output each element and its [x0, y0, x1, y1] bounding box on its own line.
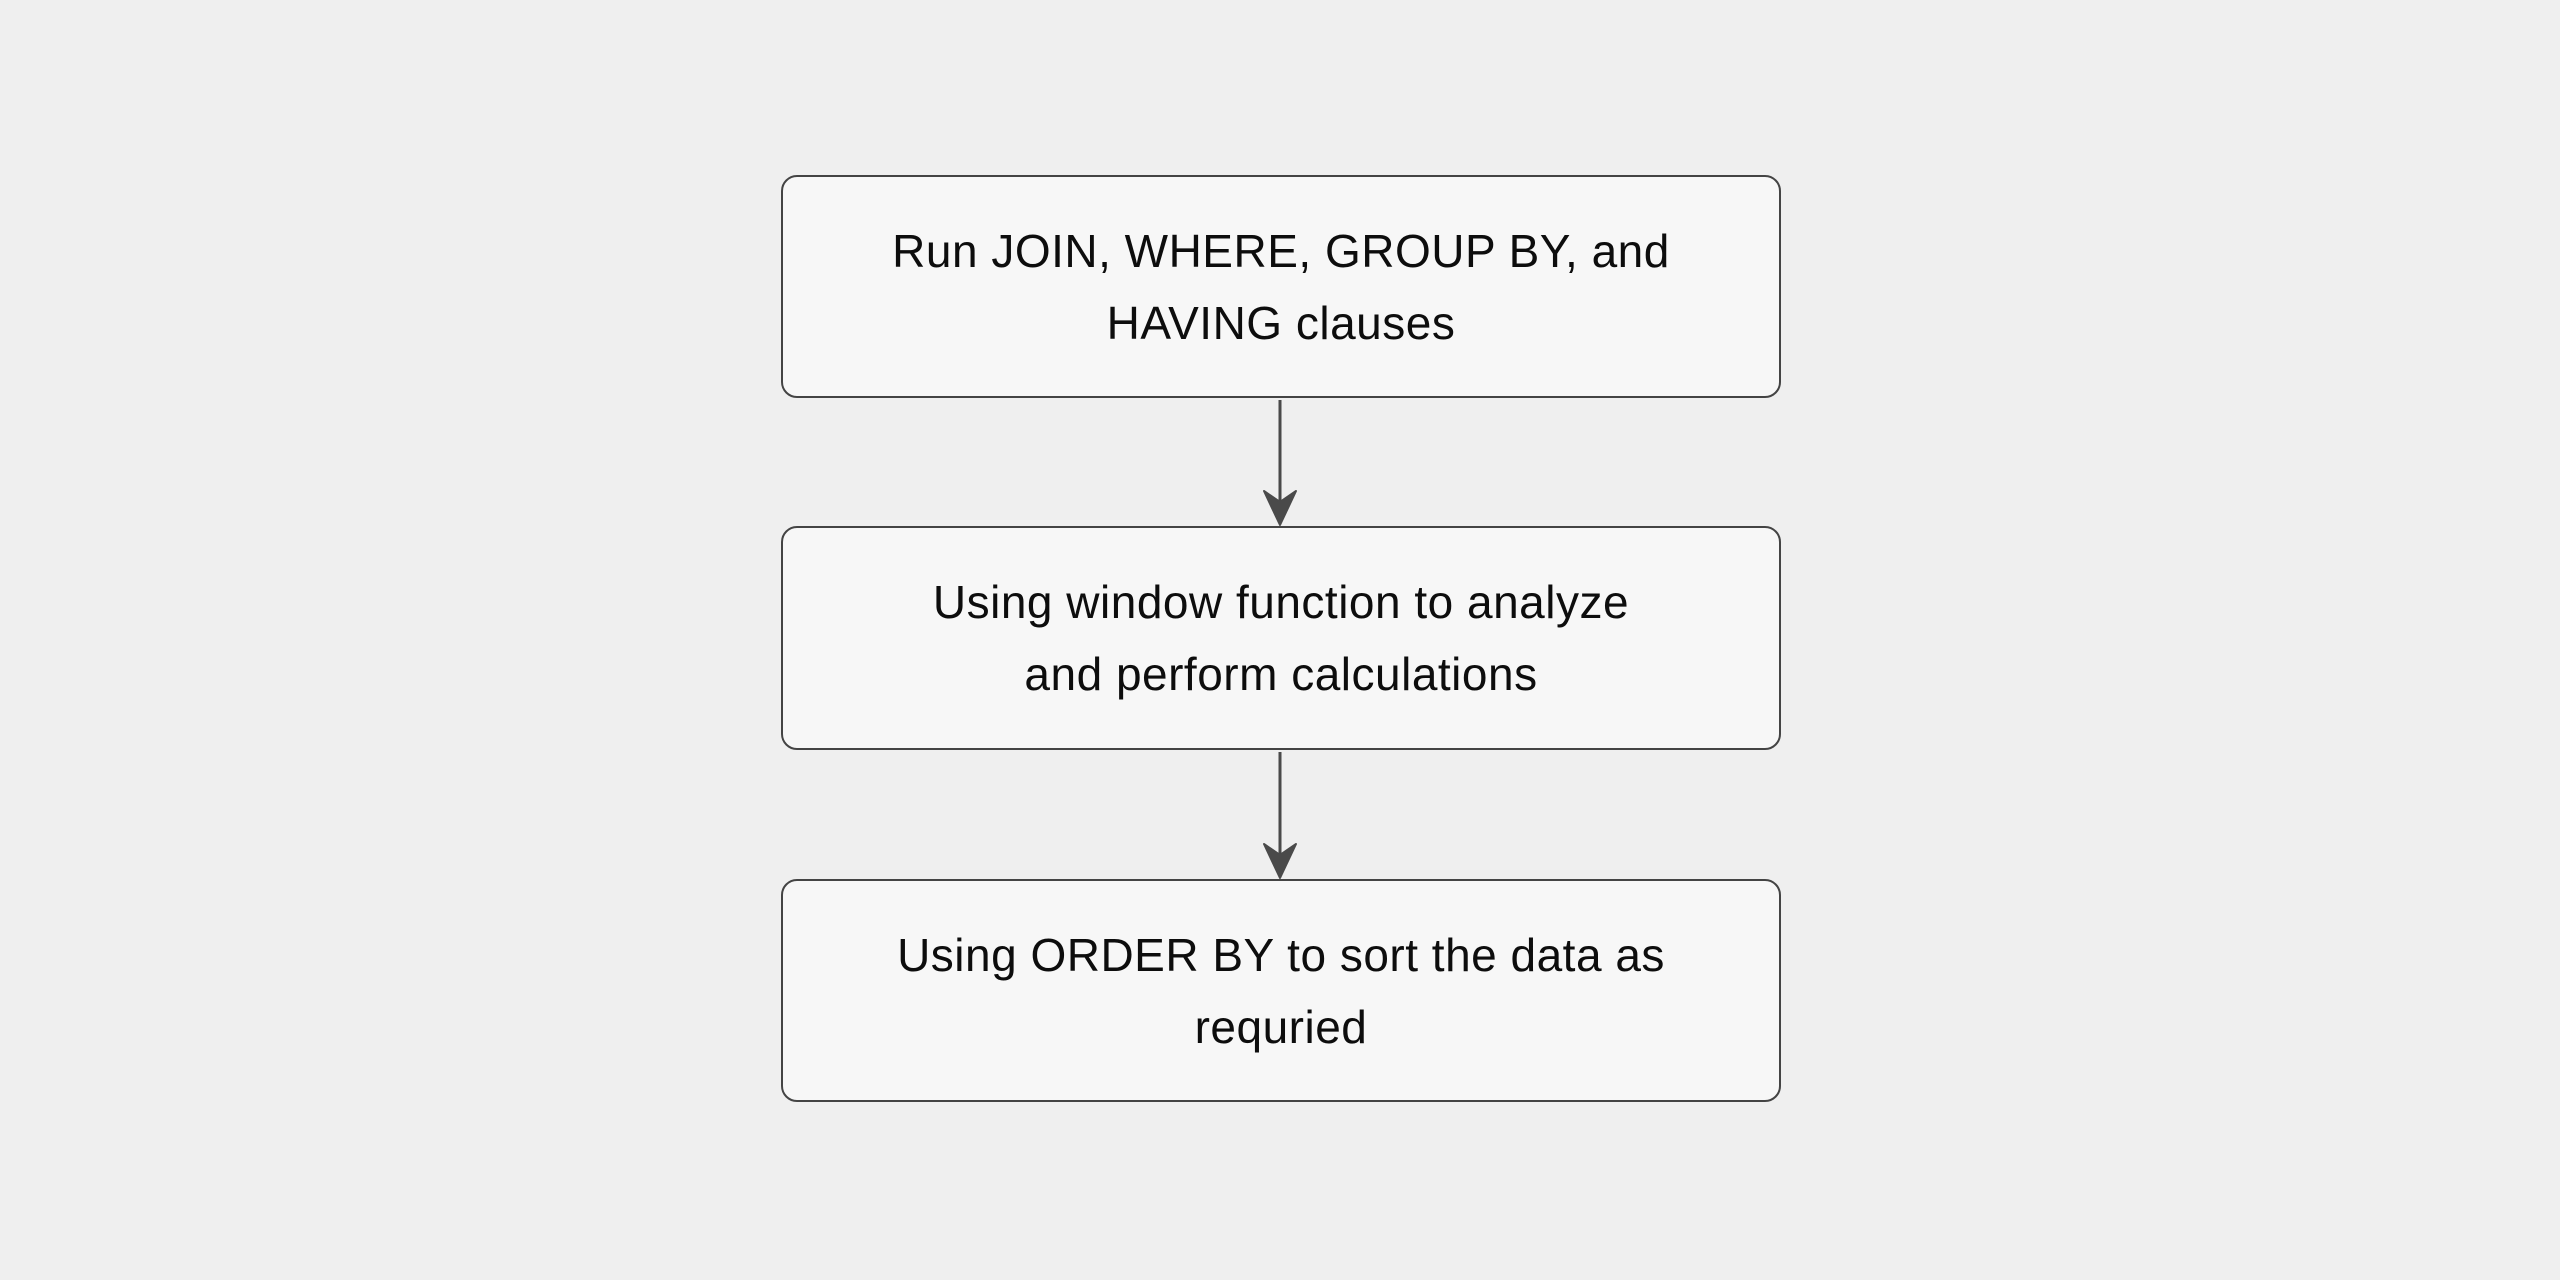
- flow-node-label-line: HAVING clauses: [1106, 296, 1456, 349]
- flow-node-label-line: Run JOIN, WHERE, GROUP BY, and: [892, 224, 1670, 277]
- flow-node-label-line: Using window function to analyze: [932, 576, 1630, 628]
- flow-node-label-line: Using ORDER BY to sort the data as: [897, 928, 1665, 981]
- flow-node-step-1: Run JOIN, WHERE, GROUP BY, and HAVING cl…: [781, 175, 1781, 398]
- flow-node-step-2: Using window function to analyze and per…: [781, 526, 1781, 750]
- flow-node-label-line: and perform calculations: [1024, 648, 1538, 700]
- arrow-step2-to-step3: [1263, 752, 1297, 879]
- arrow-head-icon: [1263, 490, 1297, 526]
- flow-node-step-3: Using ORDER BY to sort the data as requr…: [781, 879, 1781, 1102]
- flow-node-label-line: requried: [1194, 1000, 1368, 1053]
- arrow-step1-to-step2: [1263, 400, 1297, 526]
- arrow-head-icon: [1263, 843, 1297, 879]
